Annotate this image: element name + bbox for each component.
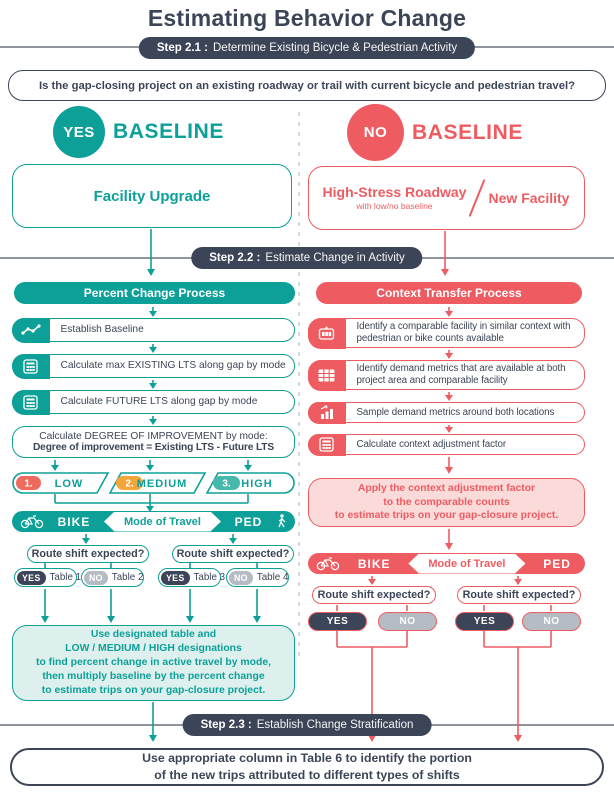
mode-of-travel-band-no: BIKE Mode of Travel PED: [308, 553, 585, 574]
route-shift-question-bike: Route shift expected?: [312, 586, 436, 604]
step-2-1-pill: Step 2.1 : Determine Existing Bicycle & …: [138, 37, 476, 59]
process-step-text: Sample demand metrics around both locati…: [356, 406, 555, 418]
level-1-chip: [16, 476, 41, 490]
table-label: Table 1: [49, 572, 82, 583]
teal-arrowheads: [41, 269, 261, 742]
process-step-row: Establish Baseline: [11, 317, 295, 343]
mode-of-travel-label: Mode of Travel: [103, 511, 221, 532]
facility-upgrade-box: Facility Upgrade: [12, 164, 292, 228]
high-stress-subtitle: with low/no baseline: [356, 201, 433, 212]
process-step-row: Sample demand metrics around both locati…: [307, 401, 585, 424]
new-facility-label: New Facility: [488, 189, 570, 206]
yes-chip: YES: [17, 570, 46, 585]
step-2-2-pill: Step 2.2 : Estimate Change in Activity: [191, 247, 423, 269]
mode-of-travel-band-yes: BIKE Mode of Travel PED: [12, 511, 295, 532]
degree-line-2: Degree of improvement = Existing LTS - F…: [32, 442, 275, 453]
calculator-icon: [11, 389, 50, 415]
step-2-3-label: Step 2.3 :: [200, 719, 252, 731]
page-title: Estimating Behavior Change: [147, 5, 467, 31]
bike-label: BIKE: [57, 514, 91, 529]
step-2-1-label: Step 2.1 :: [156, 42, 208, 54]
level-medium-label: MEDIUM: [137, 478, 188, 490]
level-2-chip: [116, 476, 143, 490]
table-ref-pill-1: YES Table 1: [14, 568, 81, 587]
bike-icon: [20, 514, 44, 529]
table-6-footer-box: Use appropriate column in Table 6 to ide…: [10, 748, 604, 786]
no-badge-group: NO BASELINE: [347, 104, 523, 161]
percent-change-process-pill: Percent Change Process: [14, 282, 295, 304]
bike-label: BIKE: [357, 556, 391, 571]
level-3-chip: [213, 476, 240, 490]
context-apply-box: Apply the context adjustment factor to t…: [308, 478, 585, 527]
no-chip: NO: [84, 570, 108, 585]
process-step-row: Identify demand metrics that are availab…: [307, 359, 585, 391]
process-step-row: Identify a comparable facility in simila…: [307, 317, 585, 349]
no-circle-badge: NO: [347, 104, 404, 161]
slash-divider: [468, 179, 486, 217]
improvement-level-bar: 1. 2. 3. LOW MEDIUM HIGH: [12, 472, 295, 494]
level-2-num: 2.: [125, 479, 134, 490]
no-baseline-label: BASELINE: [412, 120, 523, 144]
route-shift-question-ped: Route shift expected?: [172, 545, 294, 563]
bar-chart-icon: [307, 401, 346, 424]
step-2-1-text: Determine Existing Bicycle & Pedestrian …: [212, 42, 458, 54]
bike-icon: [316, 556, 340, 571]
decision-pill-yes: YES: [308, 612, 367, 631]
step-2-3-text: Establish Change Stratification: [256, 719, 414, 731]
table-ref-pill-4: NO Table 4: [226, 568, 289, 587]
process-step-text: Calculate FUTURE LTS along gap by mode: [60, 395, 258, 407]
ped-label: PED: [543, 556, 571, 571]
process-step-text: Calculate max EXISTING LTS along gap by …: [60, 359, 286, 371]
no-chip: NO: [229, 570, 253, 585]
process-step-text: Calculate context adjustment factor: [356, 438, 507, 450]
high-stress-roadway-label: High-Stress Roadway with low/no baseline: [319, 184, 470, 212]
table-label: Table 4: [256, 572, 289, 583]
context-transfer-process-pill: Context Transfer Process: [316, 282, 582, 304]
degree-line-1: Calculate DEGREE OF IMPROVEMENT by mode:: [39, 431, 268, 442]
high-stress-title: High-Stress Roadway: [322, 184, 467, 201]
yes-circle-badge: YES: [53, 106, 105, 158]
level-low-label: LOW: [55, 478, 84, 490]
no-baseline-box: High-Stress Roadway with low/no baseline…: [308, 166, 585, 230]
process-step-text: Identify a comparable facility in simila…: [356, 321, 571, 344]
degree-of-improvement-box: Calculate DEGREE OF IMPROVEMENT by mode:…: [12, 426, 295, 458]
route-shift-question-bike: Route shift expected?: [27, 545, 149, 563]
yes-baseline-label: BASELINE: [113, 120, 224, 143]
yes-badge-group: YES BASELINE: [53, 106, 224, 158]
level-high-label: HIGH: [241, 478, 273, 490]
step-2-3-pill: Step 2.3 : Establish Change Stratificati…: [182, 714, 432, 736]
coral-arrowheads: [368, 269, 522, 742]
decision-pill-no: NO: [522, 612, 581, 631]
process-step-text: Identify demand metrics that are availab…: [356, 363, 566, 386]
table-label: Table 2: [111, 572, 144, 583]
percent-change-summary-box: Use designated table and LOW / MEDIUM / …: [12, 625, 295, 701]
table-ref-pill-2: NO Table 2: [81, 568, 144, 587]
line-chart-icon: [11, 317, 50, 343]
process-step-row: Calculate max EXISTING LTS along gap by …: [11, 353, 295, 379]
step-2-2-label: Step 2.2 :: [209, 252, 261, 264]
step-2-2-text: Estimate Change in Activity: [265, 252, 405, 264]
process-step-row: Calculate FUTURE LTS along gap by mode: [11, 389, 295, 415]
yes-chip: YES: [161, 570, 190, 585]
process-step-text: Establish Baseline: [60, 323, 144, 335]
teal-connectors: [44, 229, 258, 735]
table-icon: [307, 359, 346, 391]
level-1-num: 1.: [24, 479, 33, 490]
calculator-icon: [307, 433, 346, 456]
table-ref-pill-3: YES Table 3: [158, 568, 225, 587]
counter-icon: [307, 317, 346, 349]
calculator-icon: [11, 353, 50, 379]
decision-pill-yes: YES: [455, 612, 514, 631]
process-step-row: Calculate context adjustment factor: [307, 433, 585, 456]
ped-label: PED: [234, 514, 263, 529]
level-3-num: 3.: [222, 479, 231, 490]
route-shift-question-ped: Route shift expected?: [457, 586, 581, 604]
question-box: Is the gap-closing project on an existin…: [8, 70, 606, 101]
table-label: Table 3: [193, 572, 226, 583]
mode-of-travel-label: Mode of Travel: [408, 553, 526, 574]
decision-pill-no: NO: [378, 612, 437, 631]
pedestrian-icon: [276, 514, 287, 529]
